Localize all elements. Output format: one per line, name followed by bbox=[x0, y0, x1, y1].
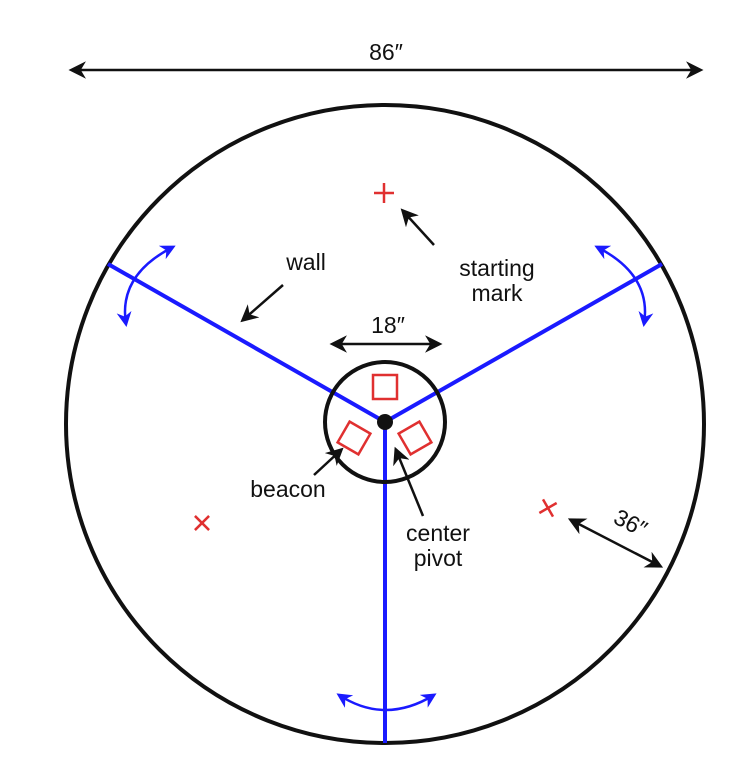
square-beacon-icon[interactable] bbox=[335, 419, 373, 457]
center-pivot-dot bbox=[377, 414, 393, 430]
mark-distance-label: 36″ bbox=[610, 504, 652, 542]
beacons bbox=[335, 373, 434, 457]
center-pivot-label-line2: pivot bbox=[414, 545, 463, 571]
mark-distance-dimension: 36″ bbox=[567, 504, 664, 568]
plus-mark-icon[interactable] bbox=[534, 494, 561, 521]
beacon-callout: beacon bbox=[250, 447, 344, 502]
plus-mark-icon[interactable] bbox=[188, 509, 216, 537]
pivot-diameter-dimension: 18″ bbox=[329, 312, 443, 353]
beacon-pointer-arrow bbox=[313, 447, 344, 476]
wall-rotation-arrows bbox=[116, 245, 654, 712]
starting-marks bbox=[188, 183, 561, 537]
starting-mark-label-line2: mark bbox=[471, 280, 523, 306]
rotation-arrow-upper-right[interactable] bbox=[594, 245, 654, 327]
center-pivot-circle bbox=[323, 360, 447, 484]
center-pivot-label-line1: center bbox=[406, 520, 470, 546]
beacon-label: beacon bbox=[250, 476, 325, 502]
mark-distance-arrow bbox=[567, 518, 664, 568]
center-pivot-callout: center pivot bbox=[393, 446, 470, 571]
center-pivot-pointer-arrow bbox=[393, 446, 425, 517]
arena-diameter-label: 86″ bbox=[369, 39, 403, 65]
wall-callout: wall bbox=[240, 249, 326, 323]
square-beacon-icon[interactable] bbox=[396, 419, 434, 457]
wall-label: wall bbox=[285, 249, 326, 275]
starting-mark-pointer-arrow bbox=[400, 208, 435, 246]
wall-pointer-arrow bbox=[240, 284, 284, 323]
rotation-arrow-bottom[interactable] bbox=[336, 693, 437, 712]
plus-mark-icon[interactable] bbox=[374, 183, 394, 203]
rotation-arrow-upper-left[interactable] bbox=[116, 245, 176, 327]
starting-mark-label-line1: starting bbox=[459, 255, 534, 281]
arena-diameter-dimension: 86″ bbox=[68, 39, 704, 79]
pivot-diameter-label: 18″ bbox=[371, 312, 405, 338]
starting-mark-callout: starting mark bbox=[400, 208, 535, 306]
square-beacon-icon[interactable] bbox=[371, 373, 399, 401]
